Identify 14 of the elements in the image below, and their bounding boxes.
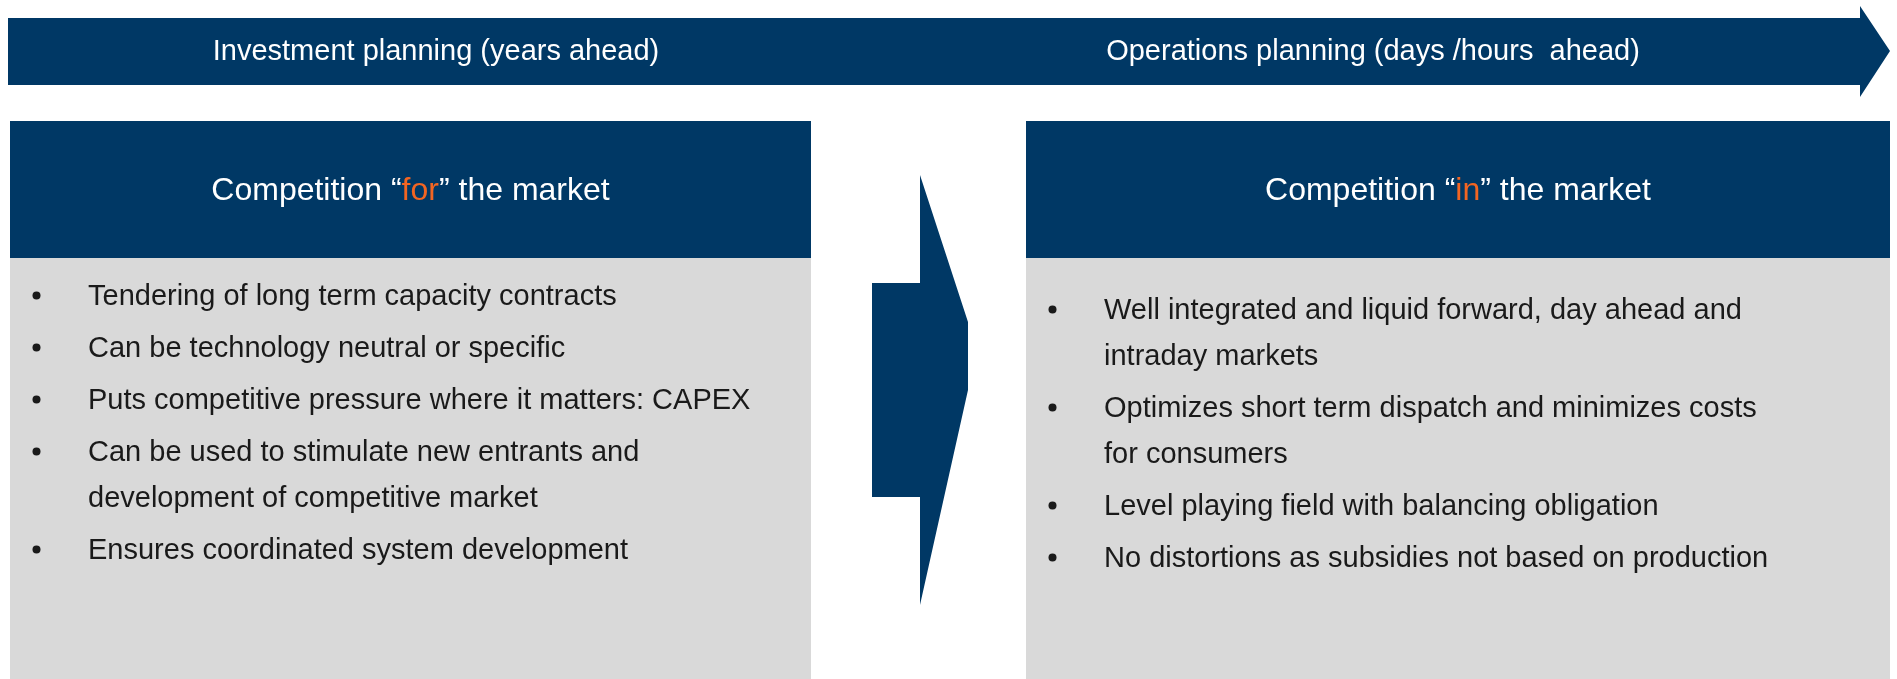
bullet-item: Optimizes short term dispatch and minimizes costs for consumers (1104, 391, 1757, 469)
block-arrow (872, 175, 968, 605)
phase-label: Investment planning (years ahead) (212, 34, 660, 67)
panel-title: Competition “for” the market (211, 171, 610, 208)
bullet-item: Can be technology neutral or specific (88, 331, 566, 363)
bullet-item: No distortions as subsidies not based on production (1104, 541, 1769, 573)
bullet-item: Level playing field with balancing obligation (1104, 489, 1659, 521)
bullet-item: Ensures coordinated system development (88, 533, 628, 565)
bullet-item: Tendering of long term capacity contracts (88, 279, 617, 311)
phase-label: Operations planning (days /hours ahead) (1106, 34, 1640, 67)
panel-title: Competition “in” the market (1265, 171, 1651, 208)
bullet-item: Puts competitive pressure where it matters: CAPEX (88, 383, 751, 415)
bullet-item: Well integrated and liquid forward, day ahead and intraday markets (1104, 293, 1742, 371)
bullet-item: Can be used to stimulate new entrants and development of competitive market (88, 435, 640, 513)
